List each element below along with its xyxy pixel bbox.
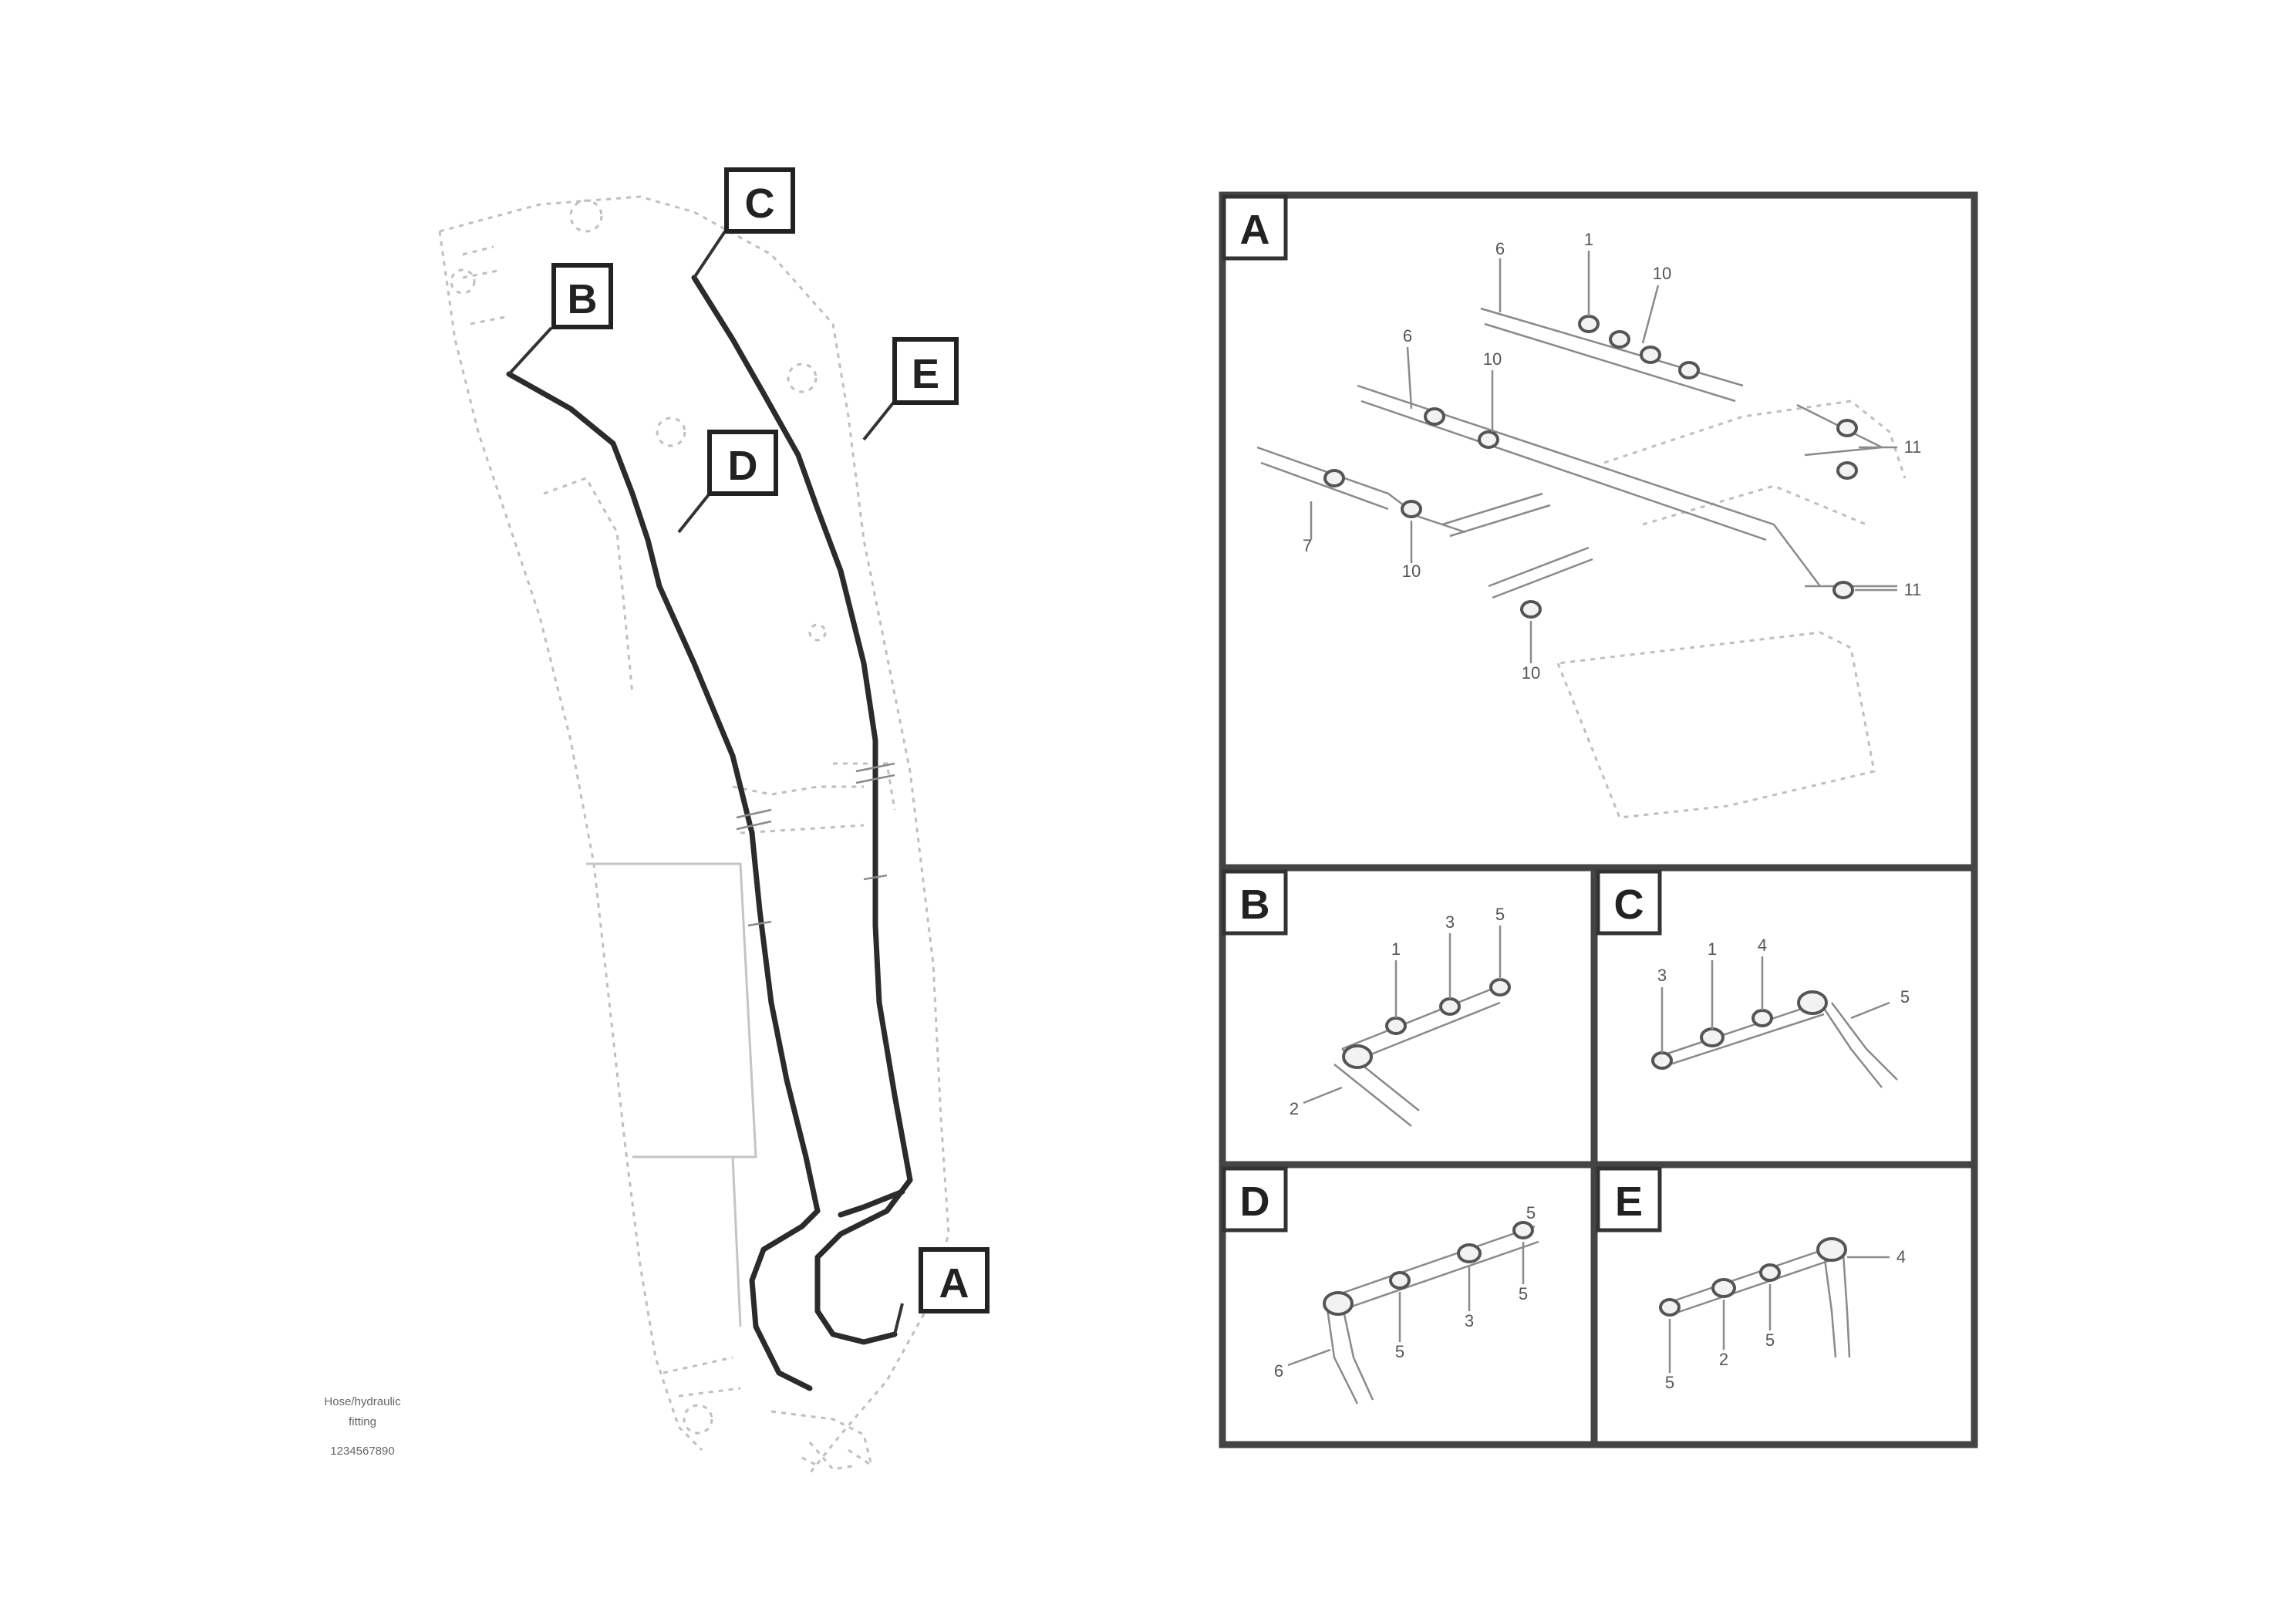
panel-a-part: 11	[1904, 437, 1922, 457]
panel-d-part: 5	[1395, 1342, 1404, 1361]
panel-e-part: 4	[1896, 1247, 1906, 1266]
panel-e-label-box: E	[1596, 1166, 1662, 1233]
panel-b-label-box: B	[1222, 869, 1288, 936]
panel-b-part: 3	[1445, 912, 1455, 932]
reference-line-3: 1234567890	[330, 1445, 394, 1458]
panel-b-part: 1	[1391, 939, 1401, 959]
panel-a-part: 10	[1402, 561, 1421, 581]
panel-b: B 1 3 5 2	[1222, 869, 1511, 1127]
callout-d-label: D	[728, 443, 758, 489]
panel-a-part: 6	[1495, 239, 1505, 258]
panel-a-part: 10	[1483, 349, 1502, 369]
panel-c: C 3 1 4 5	[1596, 869, 1910, 1088]
panel-a-part: 1	[1584, 230, 1593, 249]
callout-c: C	[724, 167, 795, 234]
panel-a-part: 6	[1403, 326, 1412, 346]
reference-line-2: fitting	[349, 1415, 376, 1428]
reference-stamp: Hose/hydraulic fitting 1234567890	[324, 1395, 401, 1458]
callout-e: E	[892, 337, 959, 405]
panel-a-part: 10	[1522, 663, 1540, 683]
panel-b-part: 5	[1495, 905, 1505, 924]
panel-d-part: 5	[1519, 1284, 1528, 1303]
panel-d: D 6 5 3 5 5	[1222, 1166, 1539, 1404]
panel-c-part: 3	[1657, 966, 1667, 985]
panel-b-label: B	[1240, 882, 1270, 928]
panel-a-part: 10	[1653, 264, 1671, 283]
panel-a: A 6 1 10 6 10 11 7 10	[1222, 194, 1922, 819]
panel-a-part: 7	[1303, 536, 1312, 555]
panel-e-part: 2	[1719, 1350, 1728, 1369]
panel-c-part: 4	[1758, 936, 1767, 955]
callout-e-label: E	[912, 351, 939, 397]
callout-b: B	[551, 263, 613, 329]
panel-d-part: 6	[1274, 1361, 1283, 1381]
panel-c-label-box: C	[1596, 869, 1662, 936]
panel-c-part: 5	[1900, 987, 1910, 1007]
callout-c-label: C	[745, 180, 775, 227]
panel-c-label: C	[1614, 882, 1644, 928]
panel-d-part: 5	[1526, 1203, 1536, 1222]
panel-e: E 5 2 5 4	[1596, 1166, 1906, 1392]
callout-d: D	[707, 430, 778, 496]
panel-d-label-box: D	[1222, 1166, 1288, 1233]
panel-a-part: 11	[1904, 580, 1922, 599]
panel-a-label: A	[1240, 207, 1270, 253]
panel-b-part: 2	[1290, 1099, 1299, 1118]
panel-d-part: 3	[1465, 1311, 1474, 1330]
reference-line-1: Hose/hydraulic	[324, 1395, 401, 1408]
callout-a: A	[919, 1247, 990, 1313]
panel-a-label-box: A	[1222, 194, 1288, 261]
panel-e-label: E	[1615, 1179, 1643, 1225]
panel-e-part: 5	[1765, 1330, 1775, 1350]
detail-panels	[1219, 191, 1978, 1448]
panel-e-part: 5	[1665, 1373, 1674, 1392]
callout-b-label: B	[568, 276, 598, 322]
boom-overview	[438, 195, 950, 1474]
panel-c-part: 1	[1708, 939, 1717, 959]
panel-d-label: D	[1240, 1179, 1270, 1225]
callout-a-label: A	[939, 1260, 969, 1307]
